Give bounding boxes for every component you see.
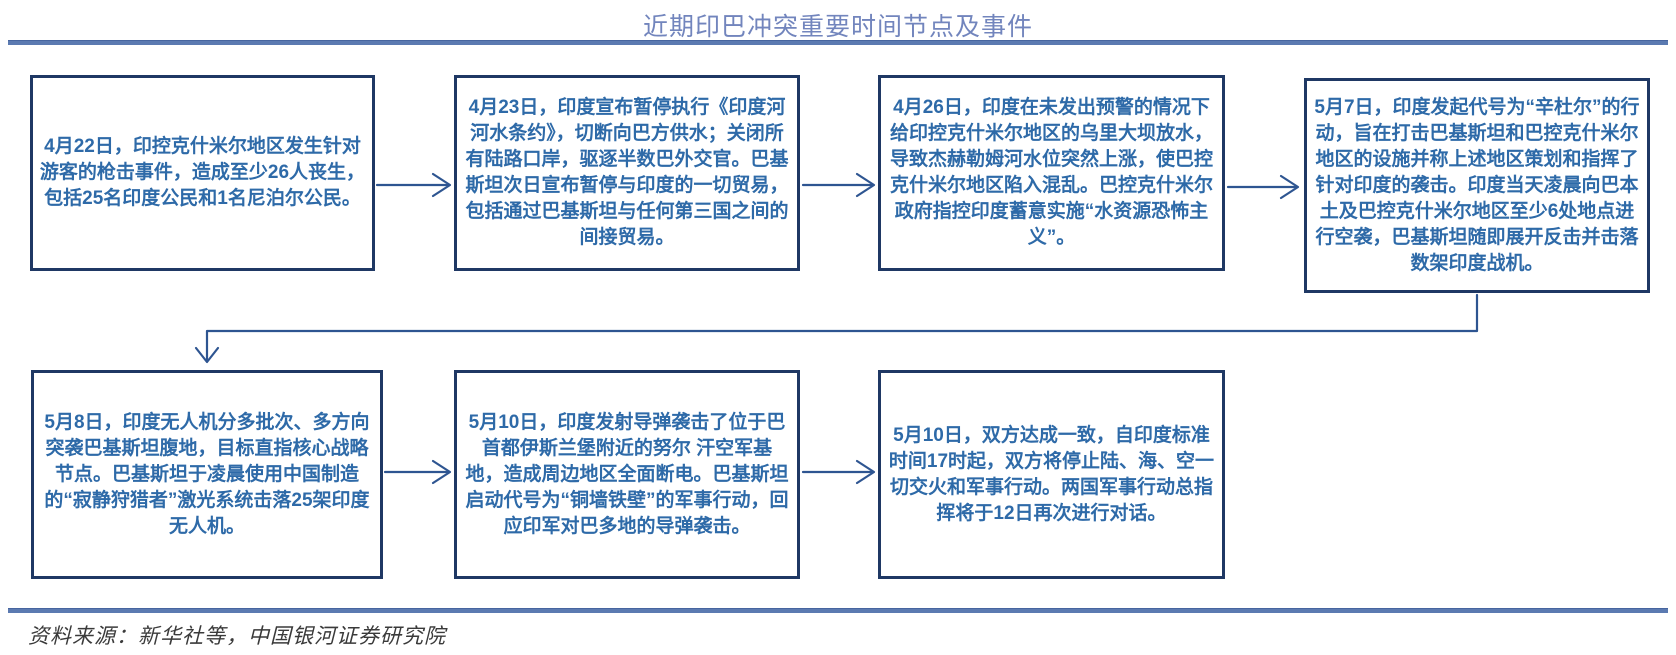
event-box-4: 5月7日，印度发起代号为“辛杜尔”的行动，旨在打击巴基斯坦和巴控克什米尔地区的设… <box>1304 78 1650 293</box>
event-box-2: 4月23日，印度宣布暂停执行《印度河河水条约》，切断向巴方供水；关闭所有陆路口岸… <box>454 75 800 271</box>
event-box-3: 4月26日，印度在未发出预警的情况下给印控克什米尔地区的乌里大坝放水，导致杰赫勒… <box>878 75 1225 271</box>
event-box-6: 5月10日，印度发射导弹袭击了位于巴首都伊斯兰堡附近的努尔 汗空军基地，造成周边… <box>454 370 800 579</box>
arrow-right-icon-2-3 <box>801 172 876 198</box>
event-box-7: 5月10日，双方达成一致，自印度标准时间17时起，双方将停止陆、海、空一切交火和… <box>878 370 1225 579</box>
event-text: 5月7日，印度发起代号为“辛杜尔”的行动，旨在打击巴基斯坦和巴控克什米尔地区的设… <box>1314 96 1640 274</box>
arrow-right-icon-1-2 <box>375 172 452 198</box>
bottom-divider <box>8 608 1668 613</box>
event-box-1: 4月22日，印控克什米尔地区发生针对游客的枪击事件，造成至少26人丧生，包括25… <box>30 75 375 271</box>
event-box-5: 5月8日，印度无人机分多批次、多方向突袭巴基斯坦腹地，目标直指核心战略节点。巴基… <box>31 370 383 579</box>
event-text: 5月10日，印度发射导弹袭击了位于巴首都伊斯兰堡附近的努尔 汗空军基地，造成周边… <box>465 411 789 537</box>
arrow-right-icon-5-6 <box>383 459 452 485</box>
event-text: 4月23日，印度宣布暂停执行《印度河河水条约》，切断向巴方供水；关闭所有陆路口岸… <box>465 97 789 248</box>
top-divider <box>8 40 1668 45</box>
page-title: 近期印巴冲突重要时间节点及事件 <box>642 13 1033 41</box>
event-text: 5月10日，双方达成一致，自印度标准时间17时起，双方将停止陆、海、空一切交火和… <box>888 424 1215 524</box>
arrow-right-icon-3-4 <box>1226 174 1300 200</box>
event-text: 4月22日，印控克什米尔地区发生针对游客的枪击事件，造成至少26人丧生，包括25… <box>39 136 366 209</box>
event-text: 5月8日，印度无人机分多批次、多方向突袭巴基斯坦腹地，目标直指核心战略节点。巴基… <box>44 411 370 537</box>
arrow-right-icon-6-7 <box>801 459 876 485</box>
elbow-connector-4-5 <box>194 293 1479 364</box>
event-text: 4月26日，印度在未发出预警的情况下给印控克什米尔地区的乌里大坝放水，导致杰赫勒… <box>889 97 1213 248</box>
source-note: 资料来源：新华社等，中国银河证券研究院 <box>28 624 446 648</box>
